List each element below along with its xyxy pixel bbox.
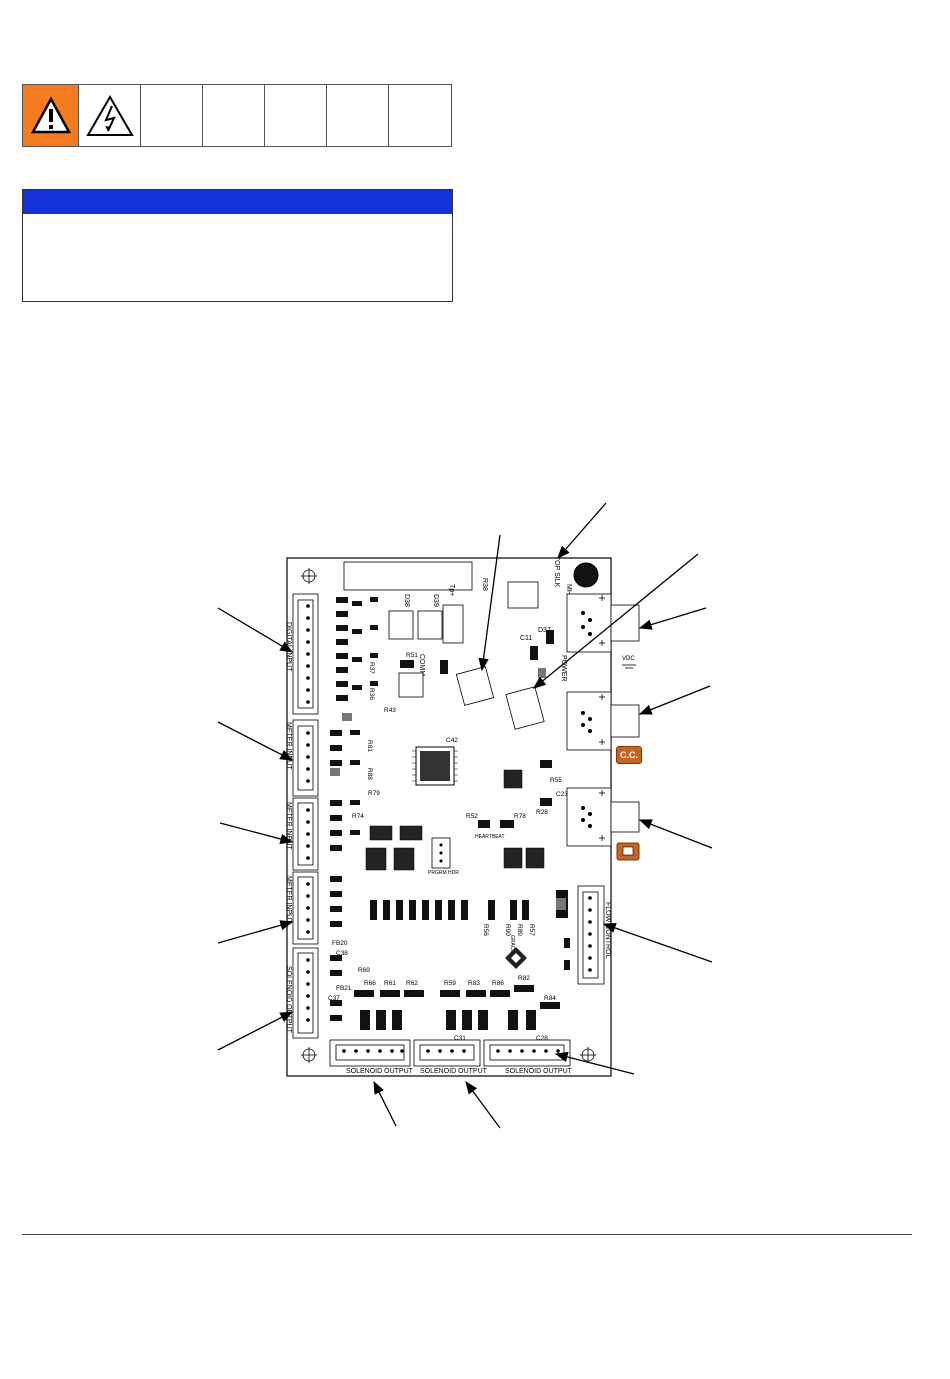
callout-arrow xyxy=(217,721,294,761)
component-label: C28 xyxy=(536,1035,548,1042)
board-label: Tp+ xyxy=(448,584,455,596)
component-label: R43 xyxy=(384,707,396,714)
callout-arrow xyxy=(217,920,294,944)
component-label: R37 xyxy=(368,662,375,674)
component-label: R62 xyxy=(406,980,418,987)
component-label: R51 xyxy=(406,652,418,659)
connector-j5-label: SOLENOID OUTPUT xyxy=(285,966,292,1034)
board-label: POWER xyxy=(560,655,567,681)
electric-shock-icon xyxy=(79,85,141,146)
connector-j3-label: METER INPUT xyxy=(285,876,292,924)
notice-box xyxy=(22,189,453,302)
connector-j14-label: SOLENOID OUTPUT xyxy=(346,1068,414,1075)
component-label: R84 xyxy=(544,995,556,1002)
component-label: R86 xyxy=(492,980,504,987)
vdc-label: VDC xyxy=(622,656,635,662)
component-label: R28 xyxy=(536,809,548,816)
component-label: PRGRM HDR xyxy=(428,870,459,876)
component-label: R36 xyxy=(368,688,375,700)
board-label: MH1 xyxy=(565,584,572,599)
component-label: C31 xyxy=(454,1035,466,1042)
component-label: R83 xyxy=(468,980,480,987)
component-label: R61 xyxy=(384,980,396,987)
hazard-symbol-strip xyxy=(22,84,452,147)
connector-j15-label: SOLENOID OUTPUT xyxy=(420,1068,488,1075)
component-label: R69 xyxy=(358,967,370,974)
cc-badge: C.C. xyxy=(616,746,642,764)
callout-arrow xyxy=(557,502,607,559)
board-label: TOP SILK xyxy=(553,556,560,588)
callout-arrow xyxy=(219,822,294,845)
component-label: R52 xyxy=(466,813,478,820)
callout-arrow xyxy=(638,819,713,849)
component-label: FB20 xyxy=(332,940,348,947)
hazard-slot-3 xyxy=(265,85,327,146)
component-label: R90 xyxy=(504,924,511,936)
graco-label: GRACO xyxy=(509,935,515,953)
board-label: D38 xyxy=(403,594,410,607)
hazard-slot-2 xyxy=(203,85,265,146)
board-label: D39 xyxy=(432,594,439,607)
component-label: R79 xyxy=(368,790,380,797)
callout-arrow xyxy=(465,1080,501,1129)
mounting-hole-mh1 xyxy=(573,562,599,588)
component-label: HEARTBEAT xyxy=(475,834,505,840)
callout-arrow xyxy=(638,685,711,715)
hazard-slot-1 xyxy=(141,85,203,146)
component-label: R82 xyxy=(518,975,530,982)
callout-arrow xyxy=(602,922,713,963)
board-label: COMM xyxy=(418,654,425,676)
board-label: D37 xyxy=(538,627,551,634)
connector-j12-label: METER INPUT xyxy=(285,802,292,850)
callout-arrow xyxy=(478,534,501,672)
component-label: C38 xyxy=(336,950,348,957)
connector-j8-label: SOLENOID OUTPUT xyxy=(505,1068,573,1075)
flow-control-label: FLOW CONTROL xyxy=(604,902,611,958)
component-label: C42 xyxy=(446,737,458,744)
component-label: R78 xyxy=(514,813,526,820)
component-label: R74 xyxy=(352,813,364,820)
component-label: R59 xyxy=(444,980,456,987)
component-label: FB21 xyxy=(336,985,352,992)
component-label: R81 xyxy=(366,740,373,752)
graco-logo xyxy=(505,947,527,969)
component-label: R55 xyxy=(550,777,562,784)
warning-icon xyxy=(23,85,79,146)
hazard-slot-4 xyxy=(327,85,389,146)
footer-rule xyxy=(22,1234,912,1235)
callout-arrow xyxy=(638,607,707,630)
callout-arrow xyxy=(554,1051,635,1075)
notice-header xyxy=(23,190,452,214)
component-label: C23 xyxy=(556,791,568,798)
component-label: R88 xyxy=(366,768,373,780)
component-label: R56 xyxy=(482,924,489,936)
callout-arrow xyxy=(217,1011,294,1051)
callout-arrow xyxy=(373,1080,397,1127)
component-label: R66 xyxy=(364,980,376,987)
board-label: C11 xyxy=(520,635,532,642)
component-label: R57 xyxy=(528,924,535,936)
component-label: C37 xyxy=(328,995,340,1002)
component-label: R89 xyxy=(516,924,523,936)
board-label: R38 xyxy=(481,578,488,591)
connector-j13-label: METER INPUT xyxy=(285,722,292,770)
connector-j1-label: DIGITAL INPUT xyxy=(285,622,292,672)
callout-arrow xyxy=(217,607,294,653)
callout-arrow xyxy=(532,553,699,689)
